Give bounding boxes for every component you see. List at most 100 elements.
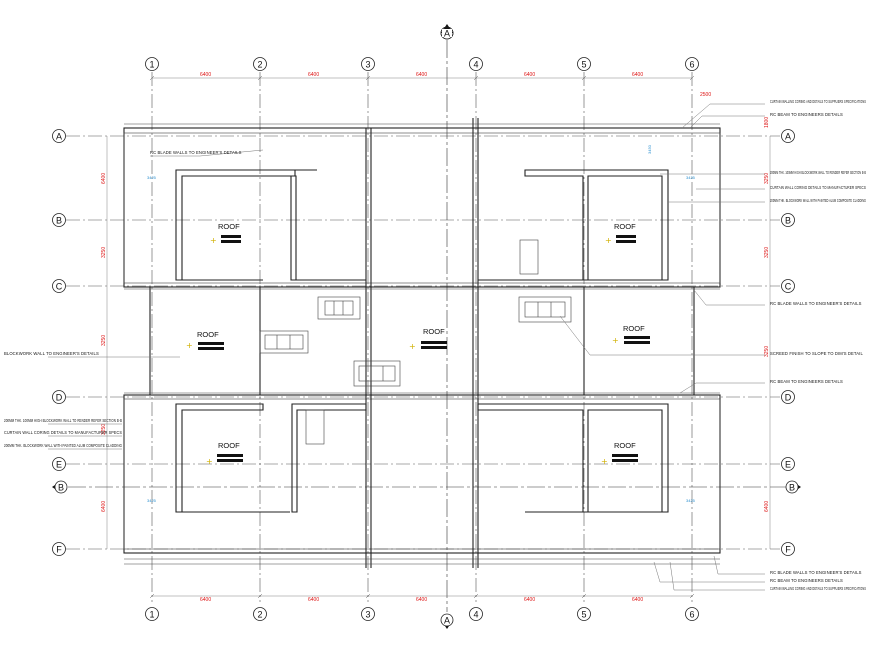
dim-bottom-1: 6400 xyxy=(200,597,211,603)
grid-bubbles: 1 2 3 4 5 6 1 2 3 4 5 6 A B C D E F A B … xyxy=(52,57,795,621)
dim-top-3: 6400 xyxy=(416,72,427,78)
svg-text:D: D xyxy=(56,393,63,403)
annotation: RC BLADE WALLS TO ENGINEER'S DETAILS xyxy=(150,150,242,155)
plant-unit xyxy=(518,296,572,323)
svg-text:A: A xyxy=(444,616,450,626)
roof-label: ROOF xyxy=(218,441,240,450)
level-tag: 3450 xyxy=(647,144,652,154)
annotation: 200MM THK. 100MM HIGH BLOCKWORK WALL TO … xyxy=(770,170,866,175)
level-tag: 3425 xyxy=(686,175,696,180)
dim-left-4: 3250 xyxy=(101,424,107,435)
svg-text:D: D xyxy=(785,393,792,403)
grid-bubble-row-f-left: F xyxy=(52,542,66,556)
svg-text:B: B xyxy=(58,483,64,493)
svg-text:2: 2 xyxy=(257,60,262,70)
annotation: CURTAIN WALLING CORING AND DETAILS TO SU… xyxy=(770,99,866,104)
dim-right-3: 3250 xyxy=(764,247,770,258)
grid-bubble-col-1-bottom: 1 xyxy=(145,607,159,621)
annotation: RC BEAM TO ENGINEERS DETAILS xyxy=(770,112,843,117)
svg-text:F: F xyxy=(785,545,791,555)
section-marker-a-top: A xyxy=(440,24,454,40)
svg-text:B: B xyxy=(789,483,795,493)
svg-text:4: 4 xyxy=(473,60,478,70)
svg-text:5: 5 xyxy=(581,60,586,70)
grid-bubble-col-3-bottom: 3 xyxy=(361,607,375,621)
svg-text:F: F xyxy=(56,545,62,555)
grid-bubble-row-b-right: B xyxy=(781,213,795,227)
plant-unit xyxy=(317,296,361,320)
annotation: CURTAIN WALLING CORING AND DETAILS TO SU… xyxy=(770,586,866,591)
svg-text:+: + xyxy=(601,457,608,466)
svg-text:C: C xyxy=(56,282,63,292)
dim-left-2: 3250 xyxy=(101,247,107,258)
grid-bubble-col-1-top: 1 xyxy=(145,57,159,71)
plant-unit xyxy=(353,360,401,387)
annotation: BLOCKWORK WALL TO ENGINEER'S DETAILS xyxy=(4,351,99,356)
grid-bubble-col-6-bottom: 6 xyxy=(685,607,699,621)
roof-label-w: ROOF + xyxy=(186,330,224,350)
annotation: CURTAIN WALL CORING DETAILS TO MANUFACTU… xyxy=(770,185,866,190)
grid-bubble-col-5-bottom: 5 xyxy=(577,607,591,621)
grid-bubble-row-d-left: D xyxy=(52,390,66,404)
grid-bubble-col-4-top: 4 xyxy=(469,57,483,71)
svg-text:3: 3 xyxy=(365,60,370,70)
dim-left-3: 3250 xyxy=(101,335,107,346)
roof-label: ROOF xyxy=(218,222,240,231)
dim-right-5: 6400 xyxy=(764,501,770,512)
svg-text:B: B xyxy=(56,216,62,226)
svg-text:E: E xyxy=(785,460,791,470)
grid-bubble-row-c-left: C xyxy=(52,279,66,293)
roof-label-ne: ROOF + xyxy=(605,222,636,245)
roof-label: ROOF xyxy=(623,324,645,333)
grid-bubble-col-3-top: 3 xyxy=(361,57,375,71)
level-tag: 3425 xyxy=(147,498,157,503)
annotation: 200MM THK. BLOCKWORK WALL WITH PAINTED A… xyxy=(770,198,866,203)
roof-label-se: ROOF + xyxy=(601,441,638,466)
dim-top-1: 6400 xyxy=(200,72,211,78)
svg-text:B: B xyxy=(785,216,791,226)
annotations: CURTAIN WALLING CORING AND DETAILS TO SU… xyxy=(4,99,866,591)
level-tags: 3425 3425 3450 3425 3425 xyxy=(147,144,696,503)
room-labels: ROOF + ROOF + ROOF + ROOF + ROOF + ROOF … xyxy=(186,222,650,466)
annotation: RC BEAM TO ENGINEERS DETAILS xyxy=(770,578,843,583)
svg-text:+: + xyxy=(612,336,619,345)
roof-label-e: ROOF + xyxy=(612,324,650,345)
annotation: 200MM THK. BLOCKWORK WALL WITH PAINTED A… xyxy=(4,443,122,448)
annotation: SCREED FINISH TO SLOPE TO DIM'S DETAIL xyxy=(770,351,863,356)
svg-text:6: 6 xyxy=(689,610,694,620)
grid-bubble-row-b-left: B xyxy=(52,213,66,227)
grid-bubble-col-5-top: 5 xyxy=(577,57,591,71)
annotation: 200MM THK. 100MM HIGH BLOCKWORK WALL TO … xyxy=(4,418,122,423)
roof-label-c: ROOF + xyxy=(409,327,447,351)
roof-label: ROOF xyxy=(423,327,445,336)
dim-bottom-3: 6400 xyxy=(416,597,427,603)
grid-bubble-col-6-top: 6 xyxy=(685,57,699,71)
dim-left-5: 6400 xyxy=(101,501,107,512)
dim-top-right: 2500 xyxy=(700,92,711,98)
annotation: RC BEAM TO ENGINEERS DETAILS xyxy=(770,379,843,384)
roof-label: ROOF xyxy=(614,222,636,231)
svg-text:1: 1 xyxy=(149,60,154,70)
section-marker-b-left: B xyxy=(52,480,68,494)
svg-text:+: + xyxy=(605,236,612,245)
grid-bubble-row-f-right: F xyxy=(781,542,795,556)
annotation: RC BLADE WALLS TO ENGINEER'S DETAILS xyxy=(770,301,862,306)
roof-label: ROOF xyxy=(614,441,636,450)
annotation: RC BLADE WALLS TO ENGINEER'S DETAILS xyxy=(770,570,862,575)
dim-right-4: 3250 xyxy=(764,346,770,357)
grid-bubble-row-a-left: A xyxy=(52,129,66,143)
svg-text:1: 1 xyxy=(149,610,154,620)
svg-text:6: 6 xyxy=(689,60,694,70)
grid-bubble-row-e-right: E xyxy=(781,457,795,471)
dim-bottom-4: 6400 xyxy=(524,597,535,603)
svg-text:3: 3 xyxy=(365,610,370,620)
dim-right-1: 1800 xyxy=(764,117,770,128)
dim-bottom-2: 6400 xyxy=(308,597,319,603)
dimension-strings: 6400 6400 6400 6400 6400 2500 6400 6400 … xyxy=(101,72,771,603)
svg-text:+: + xyxy=(210,236,217,245)
svg-text:C: C xyxy=(785,282,792,292)
dim-left-1: 6400 xyxy=(101,173,107,184)
roof-label: ROOF xyxy=(197,330,219,339)
grid-bubble-row-c-right: C xyxy=(781,279,795,293)
